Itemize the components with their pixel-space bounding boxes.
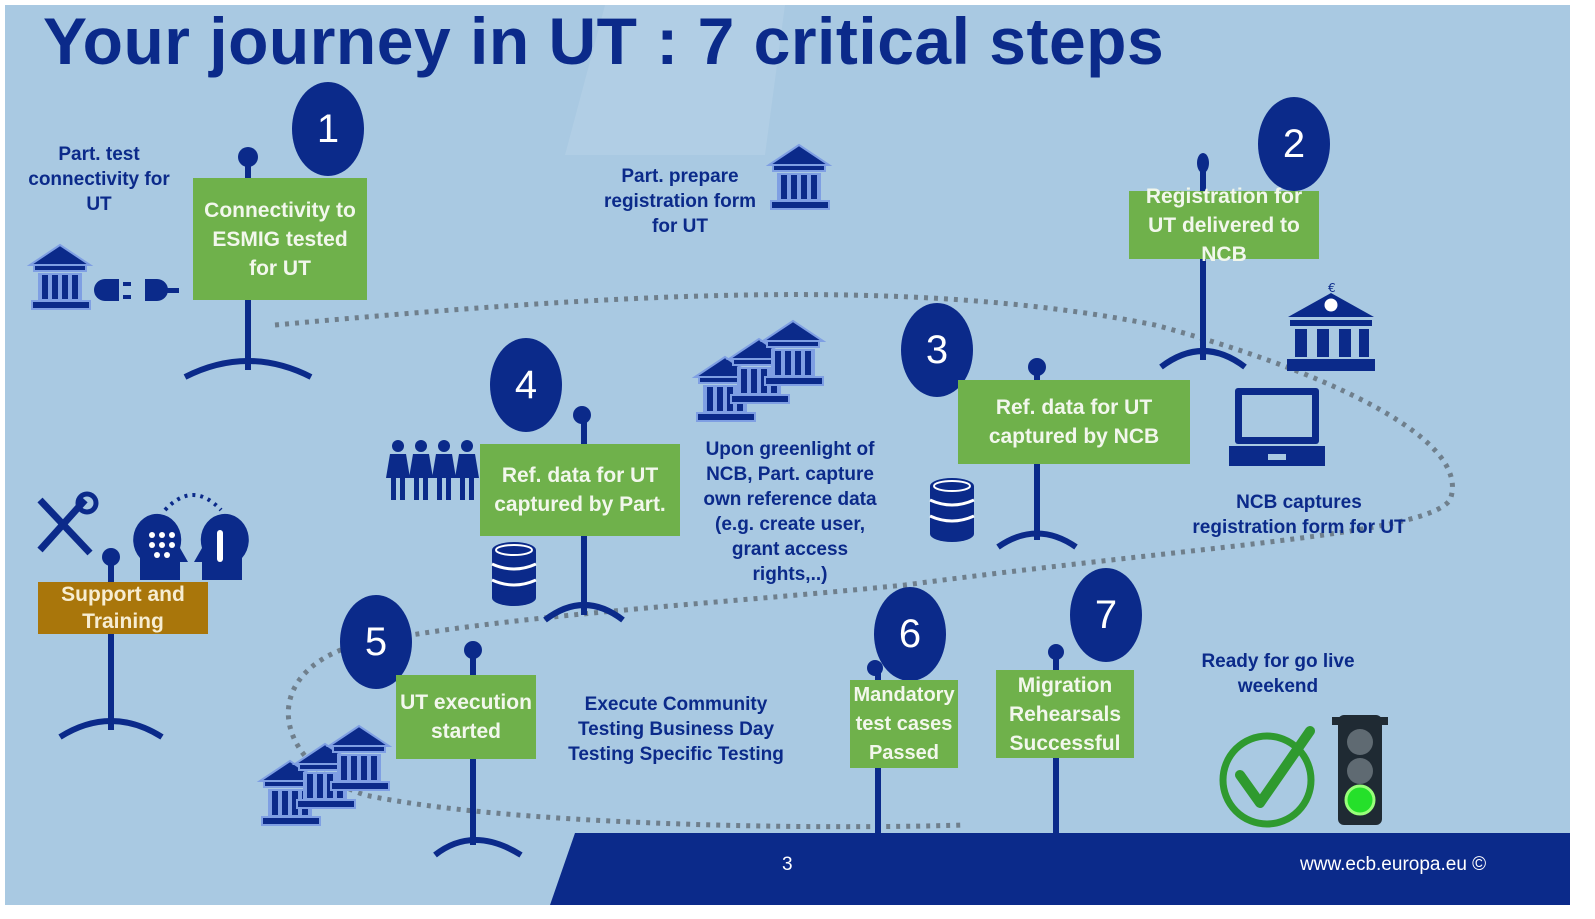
plug-icon [94, 279, 179, 301]
bank-icon [694, 320, 824, 422]
step-5-badge: 5 [340, 595, 412, 689]
support-training-sign: Support and Training [38, 582, 208, 634]
checkmark-icon [1219, 726, 1315, 828]
page-number: 3 [782, 854, 793, 875]
step-5-note: Execute Community Testing Business Day T… [568, 694, 784, 765]
svg-text:€: € [1328, 281, 1336, 295]
step-1-note: Part. test connectivity for UT [28, 144, 170, 215]
step-4-badge: 4 [490, 338, 562, 432]
step-1-sign: Connectivity to ESMIG tested for UT [193, 178, 367, 300]
step-2-badge: 2 [1258, 97, 1330, 191]
people-icon [386, 440, 479, 500]
step-4-note: Upon greenlight of NCB, Part. capture ow… [703, 439, 877, 585]
step-4-sign: Ref. data for UT captured by Part. [480, 444, 680, 536]
slide: € [5, 5, 1570, 905]
tools-icon [37, 491, 99, 556]
step-2-note: Part. prepare registration form for UT [603, 166, 757, 237]
step-7-badge: 7 [1070, 568, 1142, 662]
step-3-note: NCB captures registration form for UT [1192, 492, 1406, 538]
step-6-sign: Mandatory test cases Passed [850, 680, 958, 768]
step-6-badge: 6 [874, 587, 946, 681]
traffic-light-icon [1332, 715, 1388, 825]
euro-bank-icon: € [1287, 281, 1375, 371]
database-icon [490, 540, 538, 608]
step-1-badge: 1 [292, 82, 364, 176]
step-5-sign: UT execution started [396, 675, 536, 759]
page-title: Your journey in UT : 7 critical steps [43, 5, 1165, 78]
bank-icon [768, 144, 830, 210]
bank-icon [259, 725, 390, 826]
bank-icon [29, 244, 91, 310]
step-2-sign: Registration for UT delivered to NCB [1129, 185, 1319, 266]
step-7-note: Ready for go live weekend [1201, 651, 1355, 697]
footer-url: www.ecb.europa.eu © [1300, 854, 1487, 875]
step-3-sign: Ref. data for UT captured by NCB [958, 380, 1190, 464]
laptop-icon [1229, 388, 1325, 466]
step-7-sign: Migration Rehearsals Successful [996, 670, 1134, 758]
database-icon [928, 476, 976, 544]
heads-icon [133, 493, 249, 580]
